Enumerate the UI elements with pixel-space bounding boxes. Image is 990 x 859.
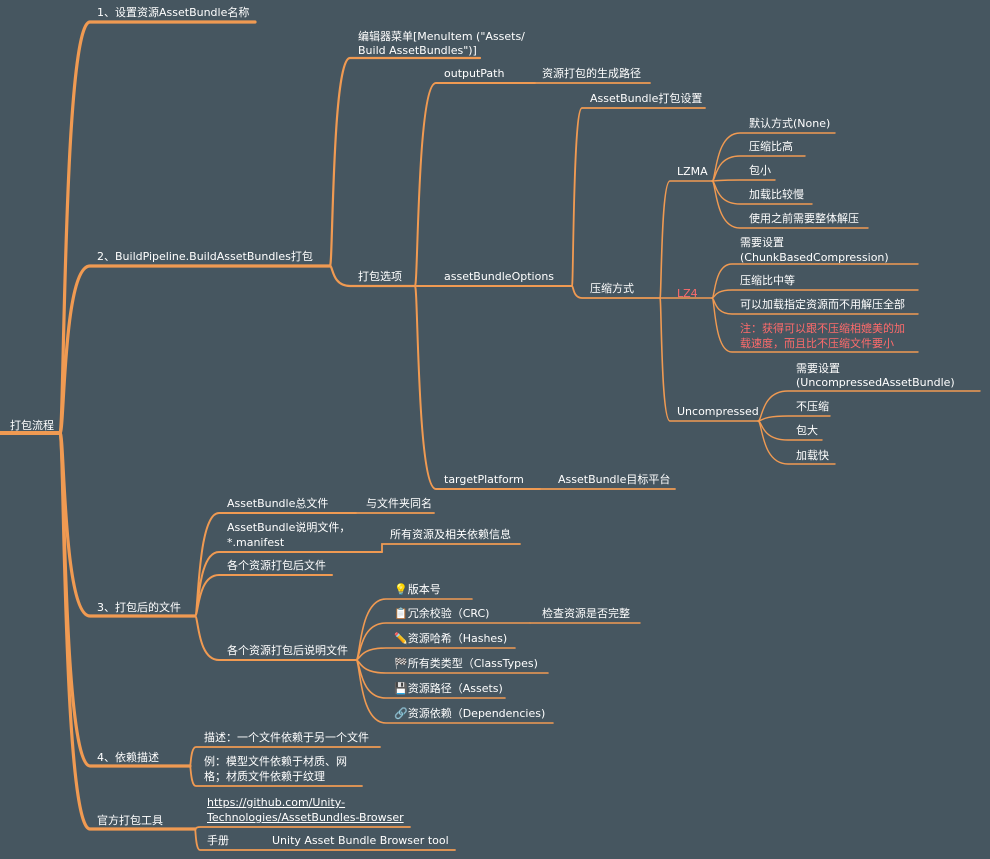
node-crc-desc[interactable]: 检查资源是否完整 (542, 607, 630, 620)
node-lzma-item-3[interactable]: 包小 (749, 164, 771, 177)
node-build-options[interactable]: 打包选项 (358, 270, 402, 283)
link-icon: 🔗 (394, 707, 408, 720)
connector-line (58, 20, 257, 435)
connector-line (381, 543, 521, 553)
node-uncompressed-need-line1[interactable]: 需要设置 (796, 362, 840, 375)
node-dependency-example-line1[interactable]: 例：模型文件依赖于材质、网 (204, 755, 347, 768)
connector-line (189, 765, 363, 787)
node-assetbundle-options[interactable]: assetBundleOptions (444, 270, 555, 283)
connector-line (757, 420, 836, 465)
node-crc[interactable]: 📋冗余校验（CRC) (394, 607, 490, 620)
lightbulb-icon: 💡 (394, 583, 408, 596)
node-each-file[interactable]: 各个资源打包后文件 (227, 559, 326, 572)
node-uncompressed-item-1[interactable]: 不压缩 (796, 400, 829, 413)
node-compression-mode[interactable]: 压缩方式 (590, 282, 634, 295)
node-assetbundle-setting[interactable]: AssetBundle打包设置 (590, 92, 703, 105)
node-editor-menu-line2[interactable]: Build AssetBundles")] (358, 44, 477, 57)
node-build-pipeline[interactable]: 2、BuildPipeline.BuildAssetBundles打包 (97, 250, 313, 263)
node-manual-desc[interactable]: Unity Asset Bundle Browser tool (272, 834, 449, 847)
node-uncompressed[interactable]: Uncompressed (677, 405, 759, 418)
node-version[interactable]: 💡版本号 (394, 583, 441, 596)
node-lz4-note-line2[interactable]: 载速度，而且比不压缩文件要小 (740, 337, 894, 350)
node-dependencies[interactable]: 🔗资源依赖（Dependencies) (394, 707, 546, 720)
node-output-path[interactable]: outputPath (444, 67, 505, 80)
connector-line (194, 615, 357, 661)
node-set-assetbundle-name[interactable]: 1、设置资源AssetBundle名称 (97, 6, 250, 19)
node-lzma-item-4[interactable]: 加载比较慢 (749, 188, 804, 201)
node-lz4[interactable]: LZ4 (677, 287, 698, 300)
node-assets-path[interactable]: 💾资源路径（Assets) (394, 682, 503, 695)
root-node[interactable]: 打包流程 (10, 419, 54, 432)
node-lzma-item-2[interactable]: 压缩比高 (749, 140, 793, 153)
node-dependency-desc[interactable]: 4、依赖描述 (97, 751, 159, 764)
node-manifest-line2[interactable]: *.manifest (227, 536, 285, 549)
clipboard-icon: 📋 (394, 607, 408, 620)
node-target-platform[interactable]: targetPlatform (444, 473, 524, 486)
node-lz4-need-line2[interactable]: (ChunkBasedCompression) (740, 251, 889, 264)
connector-line (659, 180, 713, 299)
node-uncompressed-item-3[interactable]: 加载快 (796, 449, 829, 462)
connector-line (571, 285, 661, 299)
node-lz4-item-2[interactable]: 可以加载指定资源而不用解压全部 (740, 298, 905, 311)
connector-line (58, 264, 332, 435)
node-lzma-item-1[interactable]: 默认方式(None) (749, 117, 831, 130)
connector-line (711, 263, 919, 299)
node-dependency-definition[interactable]: 描述：一个文件依赖于另一个文件 (204, 731, 369, 744)
connector-line (328, 56, 482, 268)
node-dependency-example-line2[interactable]: 格；材质文件依赖于纹理 (204, 770, 325, 783)
connector-line (757, 415, 831, 422)
github-link-line2[interactable]: Technologies/AssetBundles-Browser (207, 811, 404, 824)
node-lzma-item-5[interactable]: 使用之前需要整体解压 (749, 212, 859, 225)
disk-icon: 💾 (394, 682, 408, 695)
node-hashes[interactable]: ✏️资源哈希（Hashes) (394, 632, 508, 645)
connector-line (194, 828, 456, 851)
connector-line (414, 82, 536, 287)
connector-line (711, 155, 806, 182)
node-total-file-desc[interactable]: 与文件夹同名 (366, 497, 432, 510)
connector-line (711, 297, 919, 353)
github-link-line1[interactable]: https://github.com/Unity- (207, 796, 346, 809)
connector-line (414, 285, 541, 490)
node-official-tool[interactable]: 官方打包工具 (97, 814, 163, 827)
connector-line (571, 107, 706, 287)
connector-line (328, 264, 417, 288)
pencil-icon: ✏️ (394, 632, 408, 645)
node-target-platform-desc[interactable]: AssetBundle目标平台 (558, 473, 671, 486)
node-class-types[interactable]: 🏁所有类类型（ClassTypes) (394, 657, 538, 670)
connector-line (194, 826, 411, 830)
node-each-desc-file[interactable]: 各个资源打包后说明文件 (227, 644, 348, 657)
node-manifest-desc[interactable]: 所有资源及相关依赖信息 (390, 528, 511, 541)
node-manifest-line1[interactable]: AssetBundle说明文件， (227, 521, 351, 534)
node-output-path-desc[interactable]: 资源打包的生成路径 (542, 67, 641, 80)
node-manual[interactable]: 手册 (207, 834, 229, 847)
connector-line (58, 431, 197, 831)
checkered-flag-icon: 🏁 (394, 657, 408, 670)
node-lz4-need-line1[interactable]: 需要设置 (740, 236, 784, 249)
node-built-files[interactable]: 3、打包后的文件 (97, 601, 181, 614)
node-total-file[interactable]: AssetBundle总文件 (227, 497, 329, 510)
connector-line (711, 179, 776, 182)
node-uncompressed-item-2[interactable]: 包大 (796, 424, 818, 437)
node-lz4-note-line1[interactable]: 注：获得可以跟不压缩相媲美的加 (740, 322, 905, 335)
node-lz4-item-1[interactable]: 压缩比中等 (740, 274, 795, 287)
connector-line (757, 390, 981, 422)
connector-line (58, 431, 197, 618)
connector-line (194, 574, 333, 617)
connector-line (355, 659, 554, 724)
connector-line (711, 180, 869, 229)
node-lzma[interactable]: LZMA (677, 165, 708, 178)
connector-line (659, 297, 759, 422)
node-uncompressed-need-line2[interactable]: (UncompressedAssetBundle) (796, 376, 955, 389)
node-editor-menu-line1[interactable]: 编辑器菜单[MenuItem ("Assets/ (358, 30, 525, 43)
